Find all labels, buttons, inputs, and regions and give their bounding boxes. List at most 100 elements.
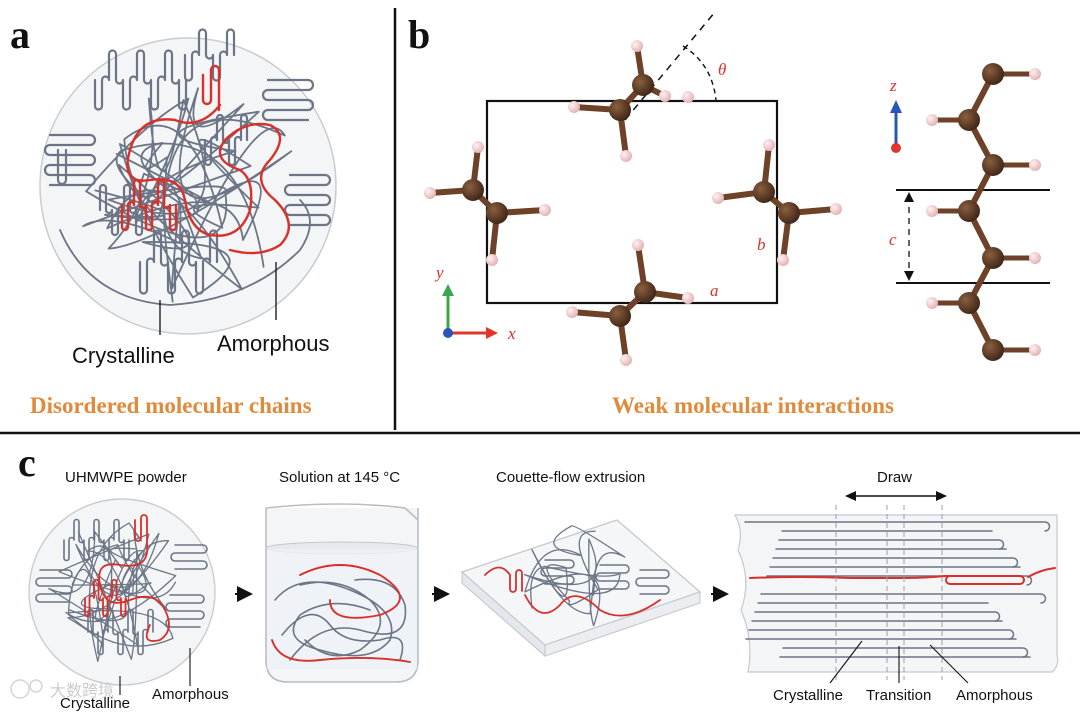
powder-chains [35, 514, 208, 662]
hydrogen-atom [539, 204, 551, 216]
red-top-fold [201, 64, 221, 112]
solution-chain [274, 581, 393, 657]
extrusion-amorphous [523, 525, 626, 627]
lamella-right-stack [261, 78, 315, 122]
pe-zigzag-chain [926, 63, 1041, 361]
beaker [265, 503, 419, 683]
carbon-atom [609, 99, 631, 121]
axis-z-label: z [889, 76, 897, 95]
hydrogen-atom [620, 354, 632, 366]
watermark-text: 大数跨境 [50, 681, 114, 700]
carbon-atom [486, 202, 508, 224]
drawn-label-crystalline: Crystalline [773, 687, 843, 704]
theta-label: θ [718, 60, 726, 79]
drawn-crystalline-leader [829, 640, 863, 684]
powder-lamella-bottom [87, 608, 154, 656]
fiber-chains [744, 521, 1056, 658]
powder-red-chain [98, 514, 170, 642]
c-dim-bottom-head [904, 271, 914, 281]
lamella-left-stack [43, 133, 97, 187]
extrusion-chains [484, 525, 670, 627]
carbon-atom [778, 202, 800, 224]
axis-y-label: y [434, 263, 444, 282]
solution-red-chain [299, 564, 401, 619]
fiber-red-chain [749, 575, 1025, 585]
axis-y-head [442, 284, 454, 296]
hydrogen-atom [632, 239, 644, 251]
lamella-top [93, 49, 188, 111]
step-title-powder: UHMWPE powder [65, 469, 187, 486]
carbon-atom [982, 339, 1004, 361]
hydrogen-atom [486, 254, 498, 266]
extrusion-slab [460, 519, 702, 658]
panel-c: c UHMWPE powder Solution at 145 °C Couet… [18, 440, 1059, 712]
solution-red-chain-2 [271, 639, 411, 663]
fiber-chain [766, 575, 1033, 586]
hydrogen-atom [1029, 68, 1041, 80]
draw-arrow-left-head [845, 491, 856, 501]
carbon-atom [958, 292, 980, 314]
watermark: 大数跨境 [10, 679, 114, 700]
hydrogen-atom [926, 114, 938, 126]
axis-z-head [890, 100, 902, 113]
ch2-molecules [424, 40, 842, 366]
step-title-draw: Draw [877, 469, 912, 486]
lamella-top-right [183, 28, 236, 82]
powder-label-crystalline: Crystalline [60, 695, 130, 712]
carbon-atom [753, 181, 775, 203]
fiber-chain [760, 593, 1047, 604]
panel-letter-c: c [18, 440, 36, 485]
axis-x-head [486, 327, 498, 339]
carbon-atom [958, 109, 980, 131]
hydrogen-atom [566, 306, 578, 318]
extrusion-red-fold [484, 566, 523, 593]
carbon-atom [632, 74, 654, 96]
unit-cell [485, 99, 779, 305]
amorphous-loops-2 [85, 87, 293, 268]
fiber-chain [744, 521, 1051, 532]
lattice-a-label: a [710, 281, 719, 300]
solution-chains [271, 564, 411, 663]
axis-x-label: x [507, 324, 516, 343]
solution-chain-3 [299, 581, 382, 657]
drawn-label-amorphous: Amorphous [956, 687, 1033, 704]
axis-z-origin [891, 143, 901, 153]
step-title-extrusion: Couette-flow extrusion [496, 469, 645, 486]
powder-red-lamella [84, 578, 127, 618]
hydrogen-atom [1029, 252, 1041, 264]
hydrogen-atom [424, 187, 436, 199]
lamella-right-stack-2 [283, 173, 332, 227]
draw-arrow-right-head [936, 491, 947, 501]
lamella-bottom [138, 229, 219, 295]
hydrogen-atom [1029, 159, 1041, 171]
theta-dash-line [624, 11, 716, 121]
carbon-atom [982, 154, 1004, 176]
panel-letter-a: a [10, 12, 30, 57]
hydrogen-atom [472, 141, 484, 153]
caption-b: Weak molecular interactions [612, 393, 894, 418]
powder-lamella-right-2 [165, 594, 205, 628]
lattice-c-label: c [889, 230, 897, 249]
hydrogen-atom [659, 90, 671, 102]
solution-chain-4 [281, 613, 404, 661]
hydrogen-atom [620, 150, 632, 162]
hydrogen-atom [682, 91, 694, 103]
hydrogen-atom [568, 101, 580, 113]
hydrogen-atom [631, 40, 643, 52]
watermark-logo-icon-2 [29, 679, 43, 693]
drawn-amorphous-leader [929, 644, 969, 684]
extrusion-red-chain [524, 594, 661, 617]
carbon-atom [609, 305, 631, 327]
powder-label-amorphous: Amorphous [152, 686, 229, 703]
hydrogen-atom [1029, 344, 1041, 356]
label-amorphous: Amorphous [217, 331, 330, 356]
red-amorphous [126, 103, 290, 255]
panel-a: a Crystalline Amorphous Disordered molec… [10, 12, 337, 418]
panel-b: b θ a b x y z c Weak molecular interacti… [408, 11, 1050, 418]
red-lamella [120, 178, 178, 232]
watermark-logo-icon [10, 679, 30, 699]
carbon-atom [634, 281, 656, 303]
caption-a: Disordered molecular chains [30, 393, 312, 418]
